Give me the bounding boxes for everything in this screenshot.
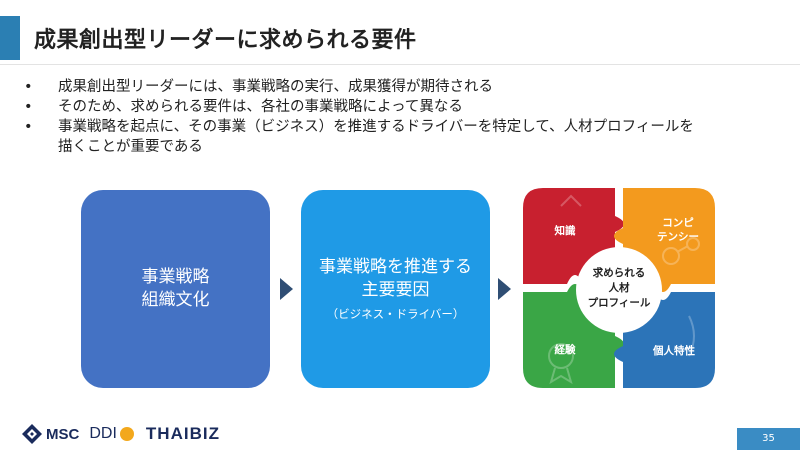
title-divider	[0, 64, 800, 65]
thaibiz-logo-text: THAIBIZ	[145, 424, 220, 443]
bullet-text: 事業戦略を起点に、その事業（ビジネス）を推進するドライバーを特定して、人材プロフ…	[58, 119, 694, 135]
bullet-item: • 成果創出型リーダーには、事業戦略の実行、成果獲得が期待される	[24, 77, 724, 97]
footer-logos: MSC DDI THAIBIZ	[22, 423, 220, 445]
decorative-icons	[548, 194, 700, 385]
box2-line2: 主要要因	[361, 280, 430, 300]
business-driver-box: 事業戦略を推進する 主要要因 （ビジネス・ドライバー）	[301, 190, 490, 388]
competency-label-line2: テンシー	[657, 231, 699, 243]
msc-logo-icon	[22, 424, 42, 444]
title-accent-bar	[0, 16, 20, 60]
bullet-text: 成果創出型リーダーには、事業戦略の実行、成果獲得が期待される	[58, 79, 493, 95]
strategy-culture-box: 事業戦略 組織文化	[81, 190, 270, 388]
knowledge-label: 知識	[554, 225, 576, 237]
arrow-right-icon	[498, 278, 511, 300]
bullet-item-continuation: 描くことが重要である	[24, 137, 724, 157]
bullet-list: • 成果創出型リーダーには、事業戦略の実行、成果獲得が期待される • そのため、求め…	[24, 77, 724, 157]
bullet-text: 描くことが重要である	[58, 139, 203, 155]
msc-logo-text: MSC	[46, 425, 80, 443]
puzzle-graphic	[523, 188, 715, 388]
center-label-line2: 人材	[608, 282, 630, 294]
competency-label-line1: コンピ	[662, 217, 694, 229]
center-circle	[576, 247, 662, 333]
box2-line1: 事業戦略を推進する	[319, 257, 472, 277]
experience-label: 経験	[554, 344, 576, 356]
center-label-line3: プロフィール	[587, 297, 651, 309]
box1-line2: 組織文化	[141, 290, 210, 310]
talent-profile-puzzle: 知識 コンピ テンシー 経験 個人特性 求められる 人材 プロフィール	[521, 186, 717, 390]
page-number: 35	[737, 428, 800, 450]
center-label: 求められる 人材 プロフィール	[579, 266, 659, 311]
ddi-logo-text: DDI	[89, 425, 117, 442]
bullet-item: • 事業戦略を起点に、その事業（ビジネス）を推進するドライバーを特定して、人材プロ…	[24, 117, 724, 137]
arrow-right-icon	[280, 278, 293, 300]
bullet-item: • そのため、求められる要件は、各社の事業戦略によって異なる	[24, 97, 724, 117]
bullet-symbol: •	[24, 119, 33, 135]
slide-title: 成果創出型リーダーに求められる要件	[34, 28, 417, 53]
box1-line1: 事業戦略	[141, 267, 210, 287]
ddi-sun-icon	[119, 427, 134, 441]
center-label-line1: 求められる	[592, 267, 646, 279]
bullet-text: そのため、求められる要件は、各社の事業戦略によって異なる	[58, 99, 463, 115]
personal-traits-label: 個人特性	[653, 345, 695, 357]
competency-label: コンピ テンシー	[647, 216, 709, 244]
box2-subtitle: （ビジネス・ドライバー）	[326, 307, 465, 321]
bullet-symbol: •	[24, 79, 33, 95]
bullet-symbol: •	[24, 99, 33, 115]
